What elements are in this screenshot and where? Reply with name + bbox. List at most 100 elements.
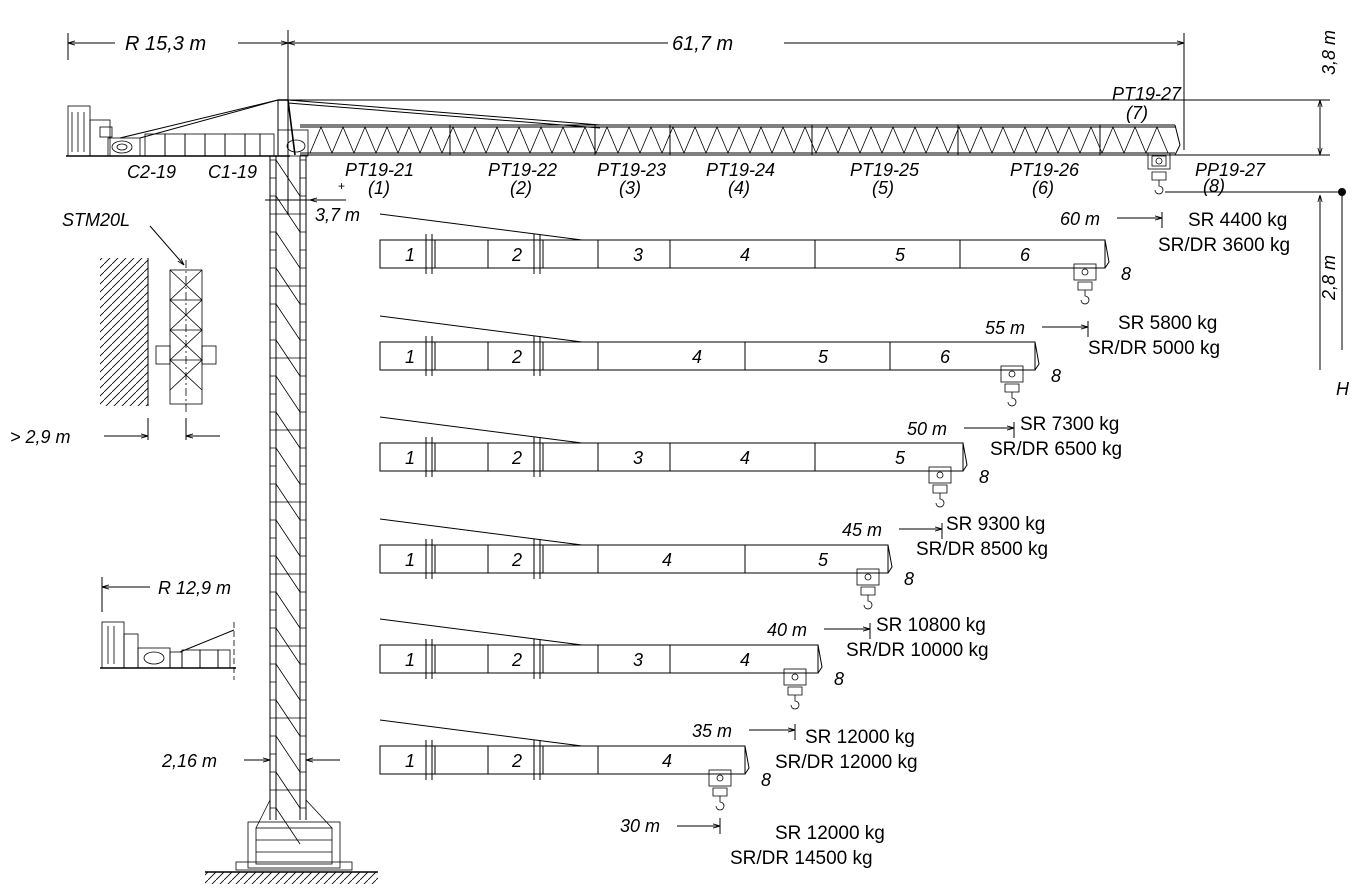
reach-label: 35 m xyxy=(692,721,732,741)
jib-tip-number: 8 xyxy=(834,669,844,689)
jib-configurations: 1 2 3 4 5 6 8 60 m SR 4400 kg SR/DR 3600 kg 1 2 4 5 6 8… xyxy=(379,209,1290,869)
svg-text:(5): (5) xyxy=(872,178,894,198)
jib-section-7-code: PT19-27 xyxy=(1112,84,1182,104)
srdr-capacity-label: SR/DR 12000 kg xyxy=(775,752,918,773)
wall-clearance-label: > 2,9 m xyxy=(10,427,71,447)
jib-section-number: 1 xyxy=(405,245,415,265)
reach-label: 45 m xyxy=(842,520,882,540)
counterweight-block xyxy=(67,105,91,157)
trolley xyxy=(856,568,880,586)
jib-section-number: 2 xyxy=(511,550,522,570)
svg-text:PT19-26: PT19-26 xyxy=(1010,160,1080,180)
hook-height-dimension: 2,8 m H xyxy=(1165,188,1350,399)
svg-text:PT19-24: PT19-24 xyxy=(706,160,775,180)
tower-base xyxy=(205,799,378,884)
jib-section-number: 1 xyxy=(405,550,415,570)
reach-label: 60 m xyxy=(1060,209,1100,229)
hook-height-label: 2,8 m xyxy=(1319,255,1339,301)
jib-section-number: 4 xyxy=(662,751,672,771)
jib-section-number: 3 xyxy=(633,448,643,468)
jib-section-number: 1 xyxy=(405,448,415,468)
jib-section-number: 1 xyxy=(405,751,415,771)
short-counter-jib-radius-label: R 12,9 m xyxy=(158,578,231,598)
tower-offset-label: 3,7 m xyxy=(315,205,360,225)
counter-jib-radius-dimension: R 15,3 m xyxy=(67,33,288,60)
top-height-label: 3,8 m xyxy=(1319,30,1339,75)
jib-section-number: 2 xyxy=(511,650,522,670)
jib-section-number: 5 xyxy=(895,448,906,468)
svg-text:PT19-22: PT19-22 xyxy=(488,160,557,180)
sr-capacity-label: SR 12000 kg xyxy=(805,727,915,748)
sr-capacity-label: SR 4400 kg xyxy=(1188,210,1287,231)
sr-capacity-label: SR 7300 kg xyxy=(1020,414,1119,435)
jib-section-number: 4 xyxy=(740,448,750,468)
anchoring-detail: STM20L > 2,9 m xyxy=(10,210,220,447)
top-height-dimension: 3,8 m xyxy=(280,30,1339,156)
jib-config-row: 1 2 4 8 35 m SR 12000 kg SR/DR 12000 kg xyxy=(379,719,918,811)
jib-tip-number: 8 xyxy=(761,770,771,790)
svg-text:(4): (4) xyxy=(728,178,750,198)
sr-capacity-label: SR 9300 kg xyxy=(946,514,1045,535)
trolley xyxy=(928,466,952,484)
svg-text:(6): (6) xyxy=(1032,178,1054,198)
jib-tip-number: 8 xyxy=(904,569,914,589)
srdr-capacity-label: SR/DR 8500 kg xyxy=(916,539,1048,560)
tower-offset-dimension: 3,7 m xyxy=(310,200,360,225)
jib-section-number: 6 xyxy=(940,347,951,367)
jib-section-number: 4 xyxy=(662,550,672,570)
jib-section-number: 2 xyxy=(511,245,522,265)
jib-section-number: 5 xyxy=(818,347,829,367)
reach-label: 30 m xyxy=(620,816,660,836)
counterweight-c1-label: C1-19 xyxy=(208,162,257,182)
jib-tip-number: 8 xyxy=(1121,264,1131,284)
slewing-unit xyxy=(277,129,309,157)
srdr-capacity-label: SR/DR 5000 kg xyxy=(1088,338,1220,359)
sr-capacity-label: SR 10800 kg xyxy=(876,615,986,636)
svg-text:PT19-23: PT19-23 xyxy=(597,160,666,180)
svg-text:PT19-21: PT19-21 xyxy=(345,160,414,180)
svg-text:(3): (3) xyxy=(619,178,641,198)
jib-length-dimension: 61,7 m xyxy=(287,30,1185,215)
jib-section-number: 3 xyxy=(633,245,643,265)
svg-text:+: + xyxy=(338,179,345,193)
jib-section-8-num: (8) xyxy=(1203,176,1225,196)
jib-config-row: 1 2 3 4 5 6 8 60 m SR 4400 kg SR/DR 3600 kg xyxy=(379,209,1290,305)
mast-width-label: 2,16 m xyxy=(161,751,217,771)
short-counter-jib-detail: R 12,9 m xyxy=(100,577,236,680)
jib-section-number: 4 xyxy=(740,245,750,265)
jib-tip-number: 8 xyxy=(979,467,989,487)
srdr-capacity-label: SR/DR 14500 kg xyxy=(730,848,873,869)
jib-section-number: 5 xyxy=(895,245,906,265)
sr-capacity-label: SR 5800 kg xyxy=(1118,313,1217,334)
jib-section-number: 3 xyxy=(633,650,643,670)
jib-section-number: 2 xyxy=(511,347,522,367)
counterweight-c2-label: C2-19 xyxy=(127,162,176,182)
jib-length-label: 61,7 m xyxy=(672,33,733,55)
trolley xyxy=(1000,365,1024,383)
jib-section-number: 6 xyxy=(1020,245,1031,265)
trolley xyxy=(1147,152,1171,170)
trolley xyxy=(1073,263,1097,281)
jib-section-labels: PT19-21 (1) PT19-22 (2) PT19-23 (3) PT19… xyxy=(345,160,1080,198)
srdr-capacity-label: SR/DR 3600 kg xyxy=(1158,235,1290,256)
jib-config-row: 30 m SR 12000 kg SR/DR 14500 kg xyxy=(620,816,885,869)
main-crane-jib: PP19-27 (8) PT19-27 (7) xyxy=(66,84,1266,196)
svg-text:(1): (1) xyxy=(368,178,390,198)
jib-section-7-num: (7) xyxy=(1126,103,1148,123)
counter-jib-radius-label: R 15,3 m xyxy=(125,33,206,55)
jib-section-number: 4 xyxy=(692,347,702,367)
trolley xyxy=(783,668,807,686)
srdr-capacity-label: SR/DR 10000 kg xyxy=(846,640,989,661)
trolley xyxy=(708,769,732,787)
sr-capacity-label: SR 12000 kg xyxy=(775,823,885,844)
anchoring-label: STM20L xyxy=(62,210,130,230)
reach-label: 40 m xyxy=(767,620,807,640)
jib-section-number: 2 xyxy=(511,751,522,771)
svg-text:PT19-25: PT19-25 xyxy=(850,160,920,180)
reach-label: 50 m xyxy=(907,419,947,439)
